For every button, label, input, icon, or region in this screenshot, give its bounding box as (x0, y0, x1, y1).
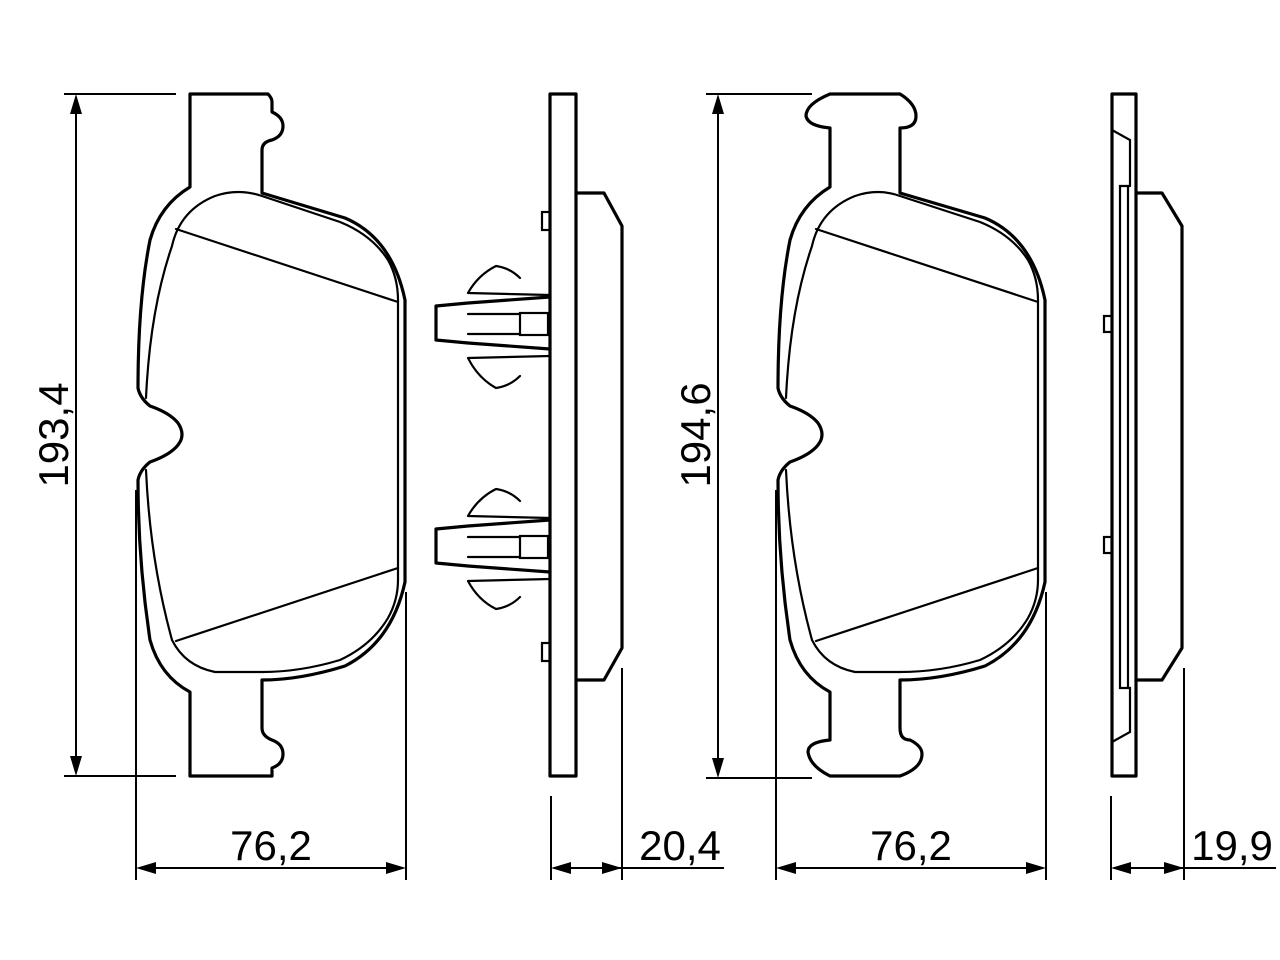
dimension-pad-1-height: 193,4 (30, 93, 176, 777)
dimension-pad-2-height: 194,6 (672, 93, 812, 779)
dimension-pad-2-width: 76,2 (775, 490, 1047, 880)
dimension-pad-1-thickness: 20,4 (550, 668, 724, 880)
pad-1-width-label: 76,2 (230, 822, 312, 869)
dimension-pad-2-thickness: 19,9 (1110, 668, 1276, 880)
pad-2-height-label: 194,6 (672, 382, 719, 487)
spring-clip-upper (434, 264, 552, 390)
dimension-pad-1-width: 76,2 (135, 490, 407, 880)
spring-clip-lower (434, 487, 552, 611)
pad-1-height-label: 193,4 (30, 382, 77, 487)
pad-1-thickness-label: 20,4 (639, 822, 721, 869)
pad-2-thickness-label: 19,9 (1191, 822, 1273, 869)
pad-2-side-view (1102, 92, 1184, 778)
pad-1-side-view (434, 92, 624, 778)
pad-2-front-view (776, 92, 1047, 778)
pad-1-front-view (136, 92, 407, 778)
pad-2-width-label: 76,2 (870, 822, 952, 869)
